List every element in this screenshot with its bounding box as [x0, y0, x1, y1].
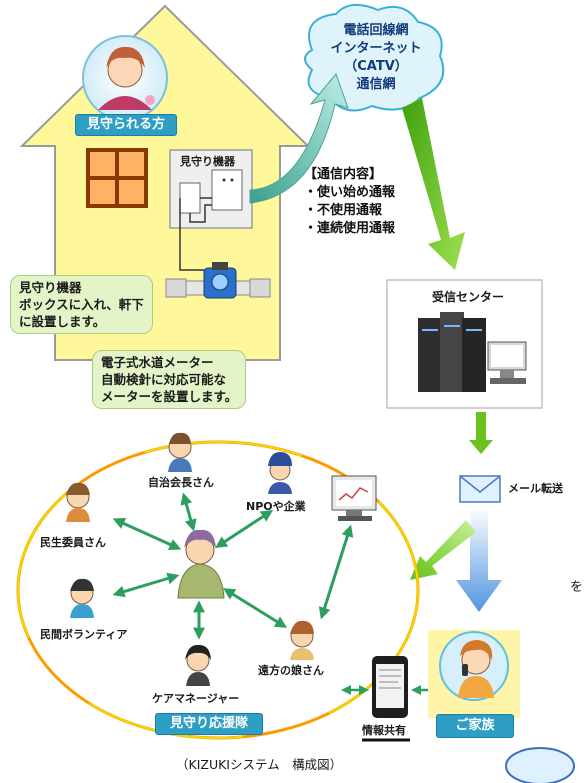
person-icon-npo [268, 452, 292, 494]
device-callout: 見守り機器 ボックスに入れ、軒下 に設置します。 [10, 275, 153, 334]
label-care: ケアマネージャー [152, 692, 240, 705]
person-icon-chairman [168, 432, 192, 472]
info-sharing-label: 情報共有 [362, 724, 406, 737]
label-npo: NPOや企業 [246, 500, 306, 513]
server-rack-icon [418, 312, 486, 392]
communication-title: 【通信内容】 [304, 167, 383, 182]
person-icon-volunteer [70, 578, 94, 618]
computer-icon-npo [331, 475, 377, 521]
device-callout-line-2: ボックスに入れ、軒下 [19, 297, 144, 312]
corner-bubble [505, 747, 575, 783]
cloud-to-center-arrow [402, 98, 465, 270]
water-meter-icon [165, 262, 271, 299]
to-support-arrow [410, 520, 476, 580]
network-line-3: （CATV） [344, 59, 408, 74]
meter-callout: 電子式水道メーター 自動検針に対応可能な メーターを設置します。 [92, 350, 247, 409]
support-ellipse [16, 440, 420, 740]
window-icon [86, 148, 148, 208]
meter-callout-line-3: メーターを設置します。 [101, 389, 238, 404]
communication-item-2: ・不使用通報 [304, 203, 383, 218]
center-to-mail-arrow [469, 412, 493, 454]
upload-arrow [249, 73, 349, 204]
diagram-caption: （KIZUKIシステム 構成図） [176, 757, 343, 772]
network-line-1: 電話回線網 [343, 23, 409, 38]
computer-icon [487, 341, 527, 384]
label-chairman: 自治会長さん [148, 476, 214, 489]
central-resident-person [177, 529, 225, 599]
meter-callout-line-2: 自動検針に対応可能な [101, 372, 227, 387]
label-welfare: 民生委員さん [40, 536, 106, 549]
family-picture [428, 630, 520, 718]
communication-content: 【通信内容】 ・使い始め通報 ・不使用通報 ・連続使用通報 [304, 166, 395, 238]
device-callout-line-1: 見守り機器 [19, 280, 82, 295]
resident-banner: 見守られる方 [75, 114, 177, 136]
resident-portrait [82, 35, 168, 121]
meter-callout-line-1: 電子式水道メーター [101, 355, 214, 370]
connection-arrows [112, 492, 354, 640]
edge-char: を [570, 580, 584, 595]
person-icon-welfare [66, 482, 90, 522]
device-label: 見守り機器 [180, 155, 235, 168]
to-family-arrow [456, 508, 502, 612]
person-icon-daughter [290, 620, 314, 660]
communication-item-3: ・連続使用通報 [304, 221, 396, 236]
label-volunteer: 民間ボランティア [40, 628, 128, 641]
smartphone-icon [372, 656, 408, 718]
communication-item-1: ・使い始め通報 [304, 185, 396, 200]
network-line-2: インターネット [330, 41, 422, 56]
monitor-device-icon [169, 149, 253, 284]
support-banner: 見守り応援隊 [155, 713, 263, 735]
mail-forward-label: メール転送 [508, 482, 563, 495]
center-title: 受信センター [432, 290, 505, 304]
person-icon-care [185, 644, 211, 686]
network-line-4: 通信網 [356, 77, 396, 92]
family-banner: ご家族 [436, 714, 514, 738]
device-callout-line-3: に設置します。 [19, 314, 106, 329]
label-daughter: 遠方の娘さん [258, 664, 324, 677]
envelope-icon [459, 475, 501, 503]
network-cloud-label: 電話回線網 インターネット （CATV） 通信網 [318, 22, 434, 94]
